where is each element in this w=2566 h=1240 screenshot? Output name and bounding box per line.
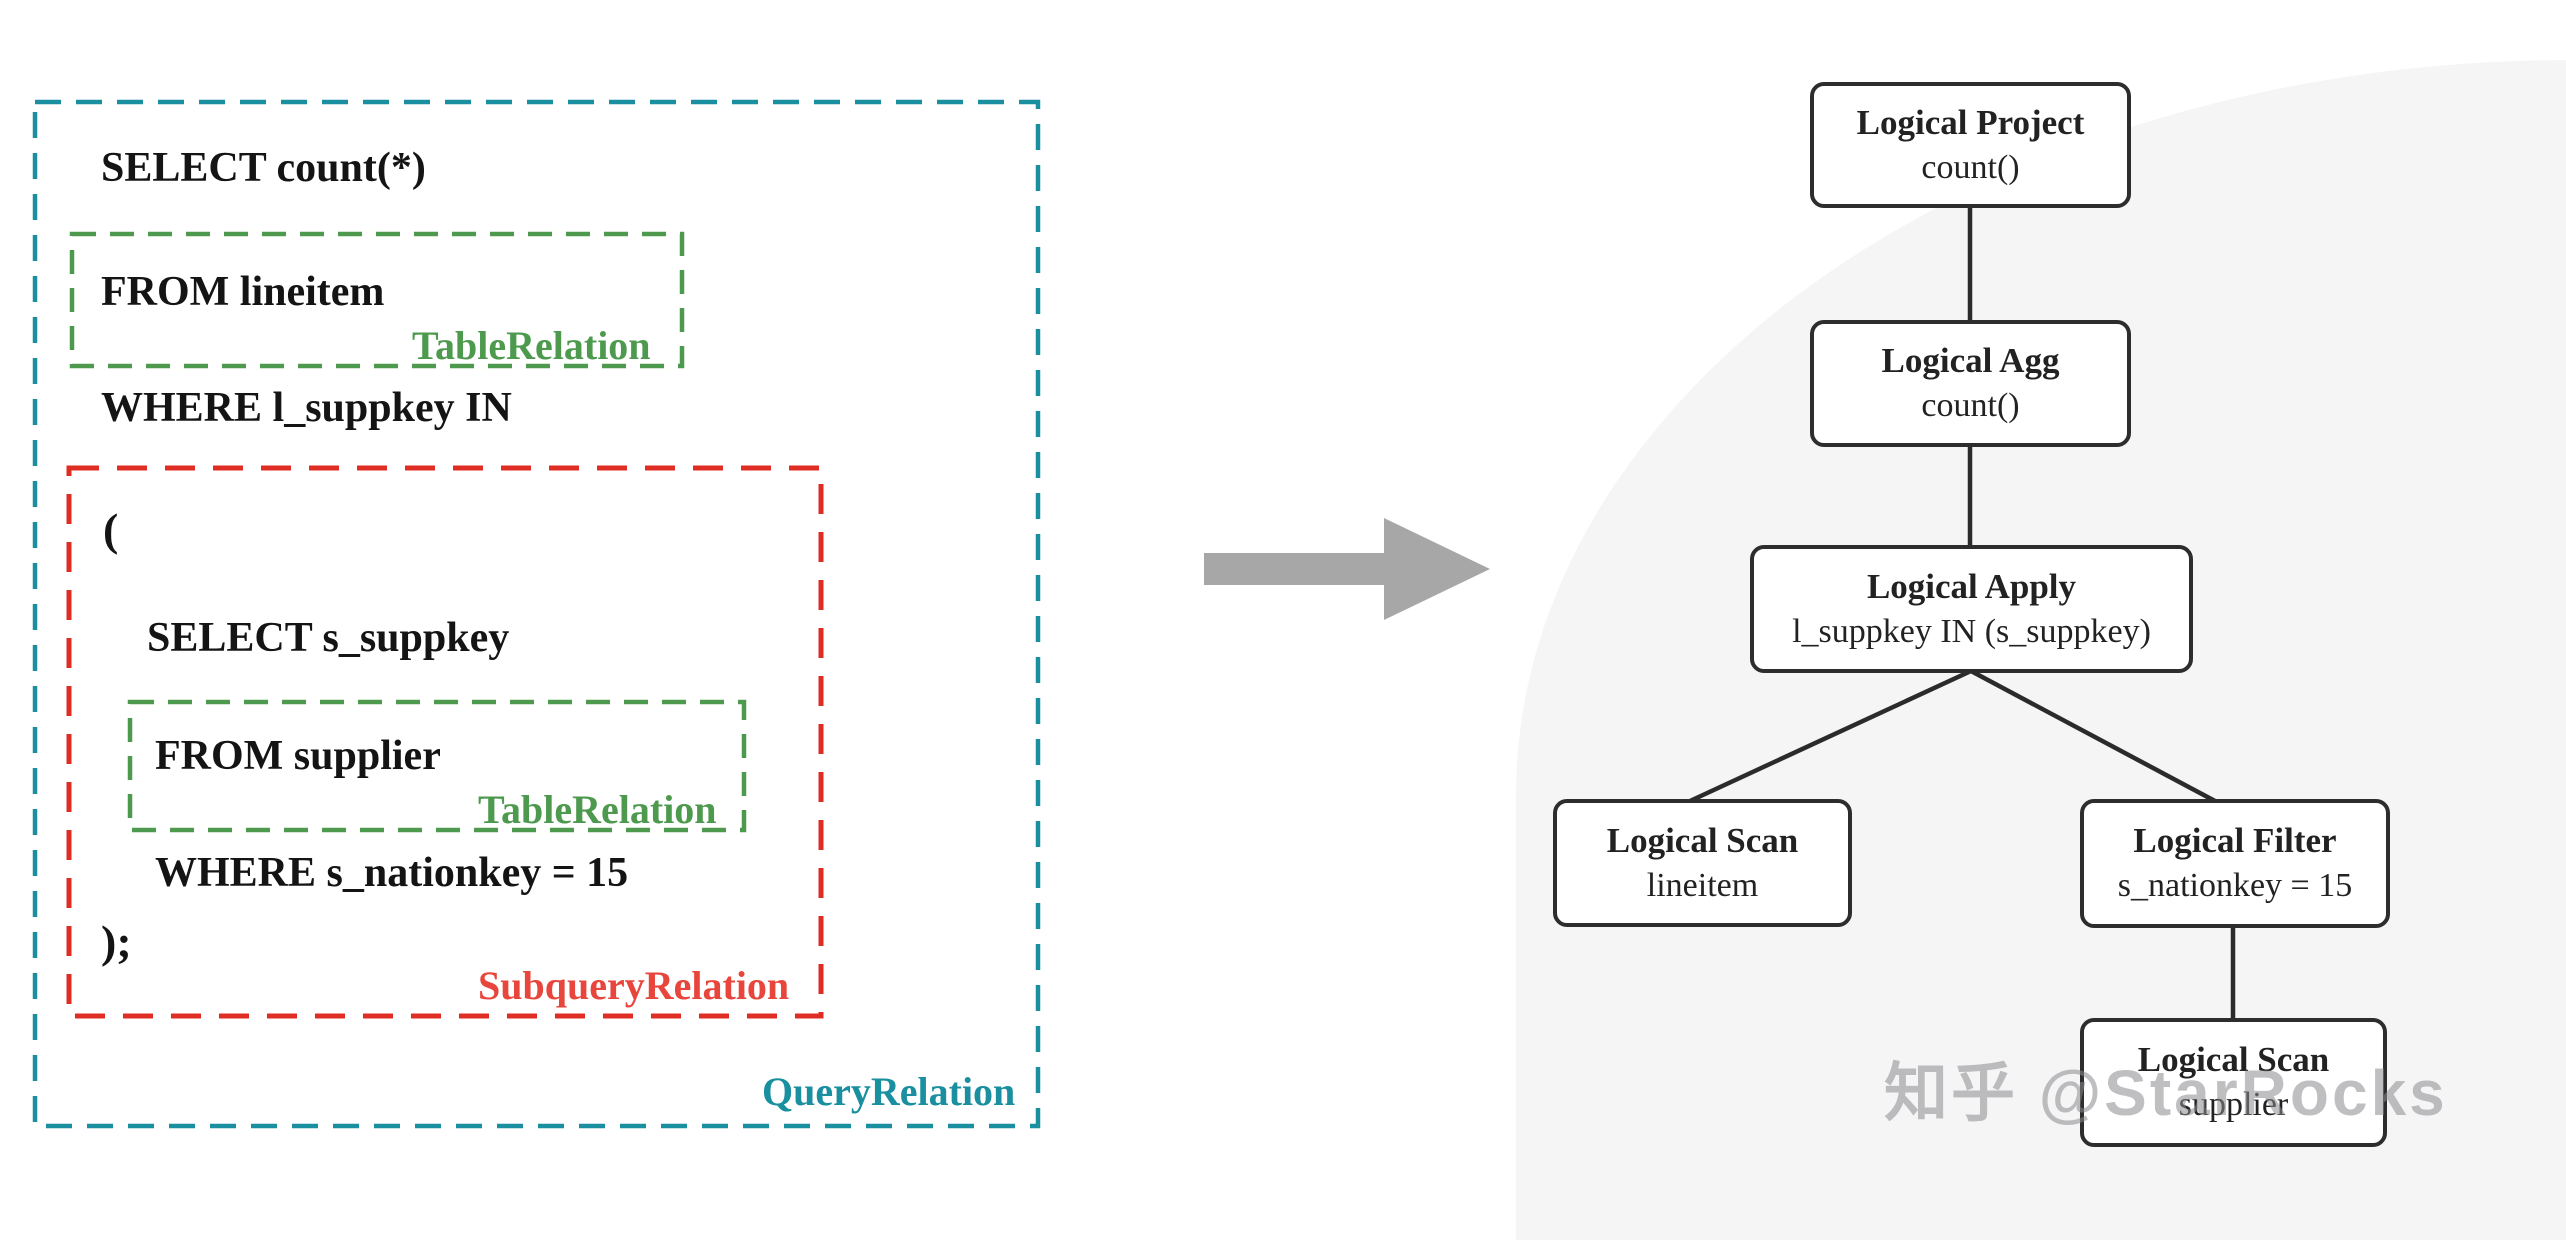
- subquery-relation-label: SubqueryRelation: [478, 963, 790, 1008]
- plan-node-logical-agg: Logical Agg count(): [1810, 320, 2131, 447]
- plan-node-title: Logical Scan: [2137, 1040, 2330, 1080]
- arrow-right-icon: [1204, 518, 1494, 620]
- sql-line-close-paren: );: [101, 916, 132, 967]
- edge-apply-scan-lineitem: [1689, 668, 1972, 804]
- query-relation-label: QueryRelation: [762, 1069, 1016, 1114]
- sql-to-logical-plan-diagram: { "sql_panel": { "lines": { "select_oute…: [32, 82, 2448, 1147]
- table-relation-label-1: TableRelation: [412, 323, 651, 368]
- plan-node-title: Logical Agg: [1881, 341, 2060, 381]
- diagram-overlay: [32, 99, 2236, 1129]
- plan-node-subtitle: s_nationkey = 15: [2117, 867, 2353, 905]
- sql-line-open-paren: (: [103, 504, 119, 555]
- plan-node-logical-project: Logical Project count(): [1810, 82, 2131, 208]
- sql-line-where-outer: WHERE l_suppkey IN: [101, 385, 512, 431]
- plan-node-subtitle: count(): [1921, 387, 2020, 425]
- sql-line-from-supplier: FROM supplier: [155, 733, 441, 779]
- sql-line-where-inner: WHERE s_nationkey = 15: [155, 850, 629, 896]
- table-relation-label-2: TableRelation: [478, 787, 717, 832]
- plan-node-logical-filter: Logical Filter s_nationkey = 15: [2080, 799, 2390, 928]
- plan-node-title: Logical Apply: [1866, 566, 2077, 606]
- sql-line-select-outer: SELECT count(*): [101, 145, 426, 191]
- arrow-head: [1384, 518, 1490, 620]
- plan-node-subtitle: lineitem: [1646, 866, 1759, 904]
- plan-node-subtitle: count(): [1921, 148, 2020, 186]
- plan-node-logical-scan-lineitem: Logical Scan lineitem: [1553, 799, 1852, 927]
- plan-tree-edges: [1689, 206, 2236, 1022]
- edge-apply-filter: [1969, 669, 2217, 803]
- plan-node-title: Logical Scan: [1606, 820, 1799, 860]
- query-relation-box: [32, 99, 1041, 1129]
- subquery-relation-box: [66, 465, 824, 1019]
- sql-line-from-lineitem: FROM lineitem: [101, 269, 385, 315]
- table-relation-box-1: [69, 231, 685, 369]
- plan-node-logical-scan-supplier: Logical Scan supplier: [2080, 1018, 2387, 1147]
- plan-node-logical-apply: Logical Apply l_suppkey IN (s_suppkey): [1750, 545, 2193, 673]
- arrow-shaft: [1204, 553, 1386, 585]
- plan-node-subtitle: l_suppkey IN (s_suppkey): [1792, 612, 2151, 650]
- plan-node-subtitle: supplier: [2178, 1086, 2289, 1124]
- watermark: 知乎 @StarRocks: [1884, 1057, 2448, 1129]
- plan-node-title: Logical Filter: [2133, 821, 2337, 861]
- plan-node-title: Logical Project: [1856, 102, 2085, 142]
- table-relation-box-2: [127, 699, 747, 833]
- sql-line-select-inner: SELECT s_suppkey: [147, 615, 510, 661]
